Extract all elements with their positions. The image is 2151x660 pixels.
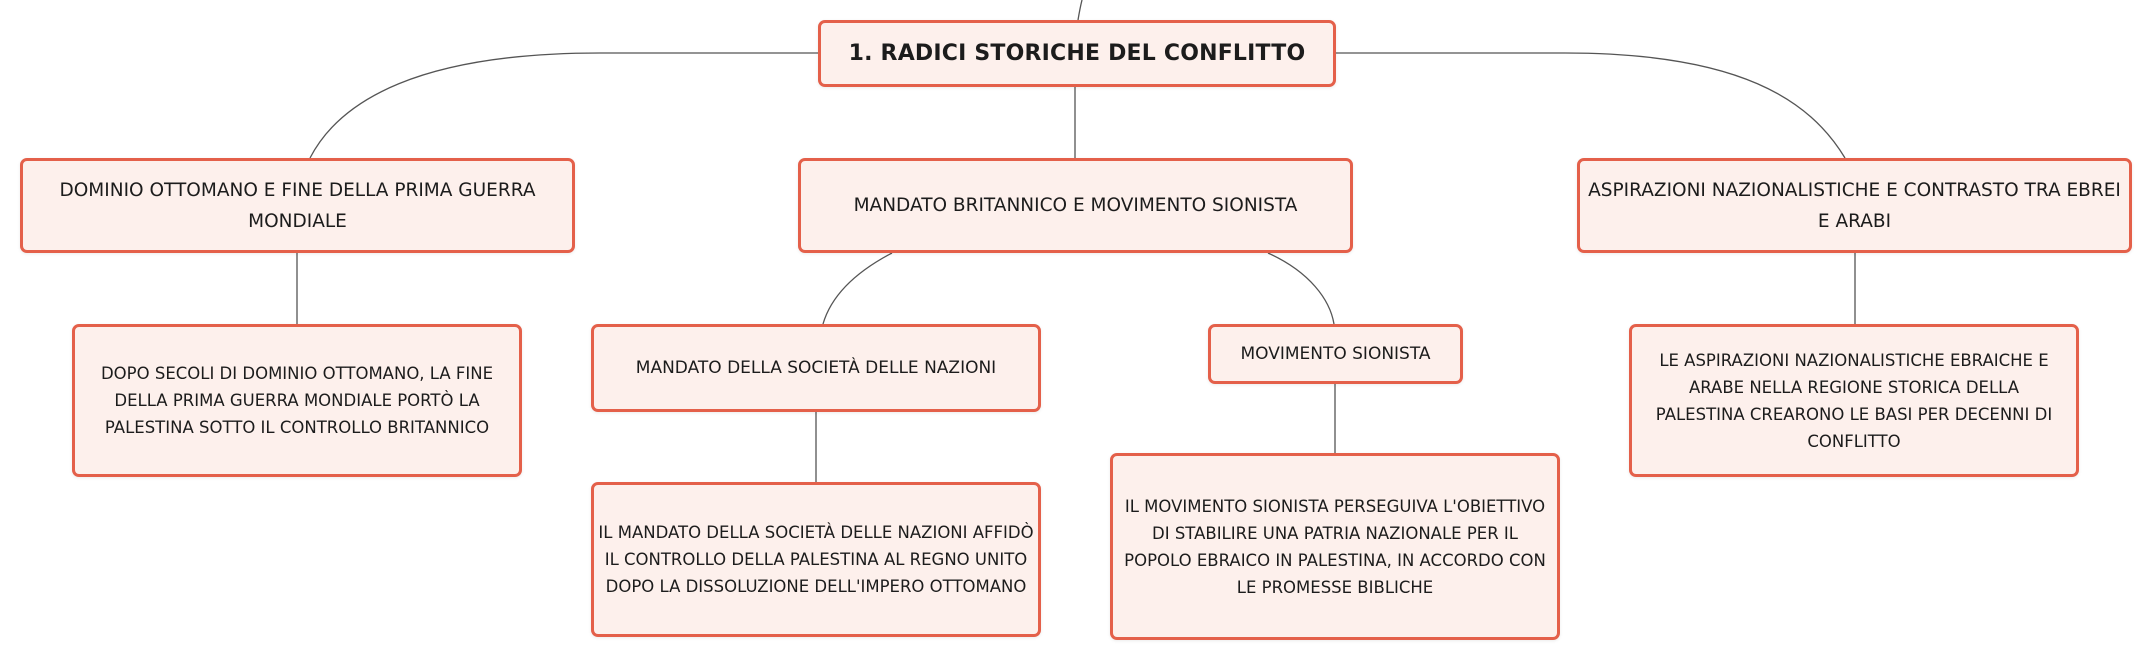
- child-societa-label: MANDATO DELLA SOCIETÀ DELLE NAZIONI: [635, 357, 997, 378]
- detail-ottomano[interactable]: DOPO SECOLI DI DOMINIO OTTOMANO, LA FINE…: [72, 324, 522, 477]
- detail-sionista[interactable]: IL MOVIMENTO SIONISTA PERSEGUIVA L'OBIET…: [1110, 453, 1560, 640]
- detail-aspirazioni-text: LE ASPIRAZIONI NAZIONALISTICHE EBRAICHE …: [1655, 350, 2053, 451]
- detail-sionista-text: IL MOVIMENTO SIONISTA PERSEGUIVA L'OBIET…: [1124, 496, 1546, 597]
- detail-aspirazioni[interactable]: LE ASPIRAZIONI NAZIONALISTICHE EBRAICHE …: [1629, 324, 2079, 477]
- connector-mandato-sionista: [1267, 252, 1335, 325]
- child-sionista[interactable]: MOVIMENTO SIONISTA: [1208, 324, 1463, 384]
- branch-mandato-label: MANDATO BRITANNICO E MOVIMENTO SIONISTA: [853, 195, 1298, 216]
- connector-root-aspirazioni: [1334, 52, 1846, 159]
- connector-root-parent: [1077, 0, 1083, 21]
- branch-mandato[interactable]: MANDATO BRITANNICO E MOVIMENTO SIONISTA: [798, 158, 1353, 253]
- branch-ottomano-label: DOMINIO OTTOMANO E FINE DELLA PRIMA GUER…: [59, 179, 536, 232]
- child-sionista-label: MOVIMENTO SIONISTA: [1240, 343, 1431, 364]
- detail-societa[interactable]: IL MANDATO DELLA SOCIETÀ DELLE NAZIONI A…: [591, 482, 1041, 637]
- connector-mandato-societa: [822, 252, 893, 325]
- branch-aspirazioni[interactable]: ASPIRAZIONI NAZIONALISTICHE E CONTRASTO …: [1577, 158, 2132, 253]
- detail-ottomano-text: DOPO SECOLI DI DOMINIO OTTOMANO, LA FINE…: [100, 364, 494, 437]
- connector-root-ottomano: [309, 52, 818, 159]
- detail-societa-text: IL MANDATO DELLA SOCIETÀ DELLE NAZIONI A…: [598, 523, 1034, 596]
- root-node[interactable]: 1. RADICI STORICHE DEL CONFLITTO: [818, 20, 1336, 87]
- branch-aspirazioni-label: ASPIRAZIONI NAZIONALISTICHE E CONTRASTO …: [1588, 179, 2121, 232]
- branch-ottomano[interactable]: DOMINIO OTTOMANO E FINE DELLA PRIMA GUER…: [20, 158, 575, 253]
- child-societa[interactable]: MANDATO DELLA SOCIETÀ DELLE NAZIONI: [591, 324, 1041, 412]
- root-node-label: 1. RADICI STORICHE DEL CONFLITTO: [848, 41, 1306, 66]
